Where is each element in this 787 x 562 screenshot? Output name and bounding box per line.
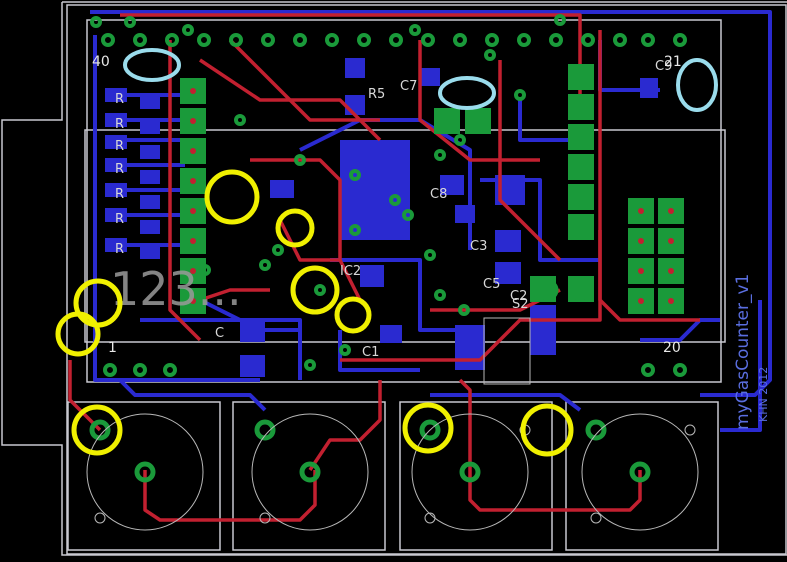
board-title: myGasCounter_v1 — [733, 273, 753, 430]
label-c3: C3 — [470, 239, 487, 254]
label-r1: R — [115, 92, 124, 107]
label-c5: C5 — [483, 277, 500, 292]
label-c: C — [215, 326, 224, 341]
pin-21-label: 21 — [664, 54, 682, 70]
label-r4: R — [115, 162, 124, 177]
top-copper-traces — [68, 13, 700, 522]
label-r2: R — [115, 117, 124, 132]
label-r7: R — [115, 242, 124, 257]
pin-20-label: 20 — [663, 340, 681, 356]
label-r6: R — [115, 212, 124, 227]
label-r5: R — [115, 187, 124, 202]
label-r3: R — [115, 139, 124, 154]
pin-1-label: 1 — [108, 340, 117, 356]
label-c2: C2 — [510, 289, 527, 304]
yellow-highlight-markers — [55, 169, 574, 457]
label-s2: S2 — [512, 297, 529, 312]
pads-and-vias — [89, 14, 687, 483]
label-ic2: IC2 — [340, 264, 361, 279]
label-c9: C9 — [655, 59, 672, 74]
component-labels: R R R R R R R C C1 C2 C3 C5 C7 C8 C9 R5 … — [115, 59, 672, 360]
label-c8: C8 — [430, 187, 447, 202]
board-credit: KHN 2012 — [757, 366, 770, 422]
label-r5b: R5 — [368, 87, 385, 102]
connector-footprints — [86, 317, 699, 531]
pin-numbers: 40 21 1 20 — [92, 54, 682, 356]
pin-40-label: 40 — [92, 54, 110, 70]
label-c1: C1 — [362, 345, 379, 360]
big-silk-marker: 123... — [110, 262, 242, 316]
cyan-highlight-markers — [123, 48, 718, 112]
label-c7: C7 — [400, 79, 417, 94]
bottom-copper-pads — [105, 58, 658, 377]
